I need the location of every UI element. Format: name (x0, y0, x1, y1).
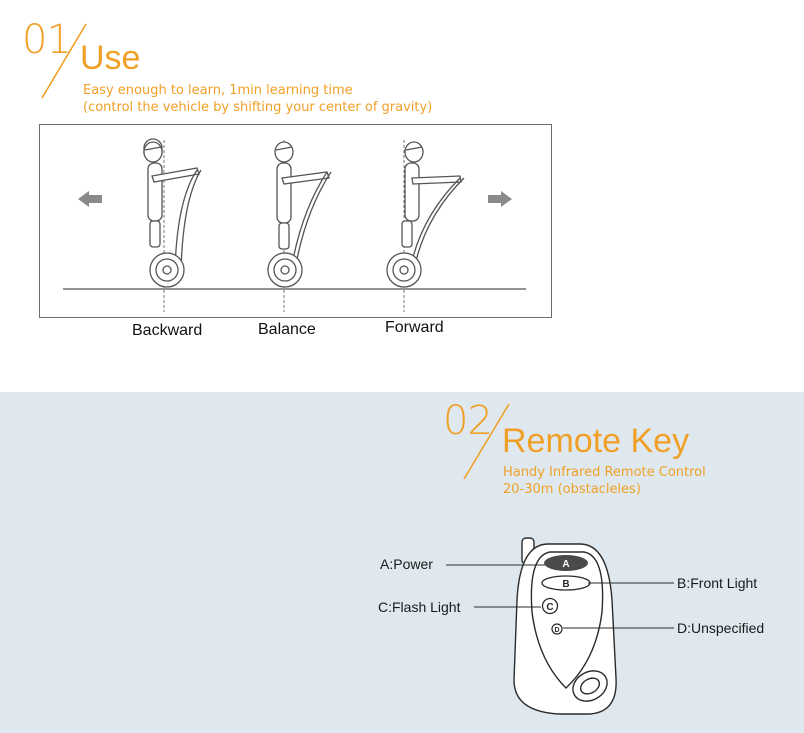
use-description-1: Easy enough to learn, 1min learning time (83, 83, 353, 98)
pose-label-forward: Forward (385, 319, 444, 336)
section-title-remote-key: Remote Key (502, 422, 690, 460)
rider-forward-icon (386, 140, 465, 312)
backward-arrow-icon (78, 191, 102, 207)
label-front-light: B:Front Light (677, 575, 758, 591)
label-unspecified: D:Unspecified (677, 620, 765, 636)
pose-label-balance: Balance (258, 321, 316, 338)
section-title-use: Use (80, 39, 141, 77)
rider-backward-icon (143, 138, 202, 312)
button-a-icon: A (544, 555, 588, 571)
balance-diagram (39, 124, 552, 318)
remote-description-1: Handy Infrared Remote Control (503, 465, 706, 480)
label-power: A:Power (380, 556, 433, 572)
section-number-01: 01 (22, 17, 72, 63)
button-c-icon: C (541, 597, 559, 615)
svg-text:A: A (562, 559, 569, 570)
button-b-icon: B (541, 575, 591, 591)
rider-balance-icon (267, 140, 332, 312)
svg-text:B: B (562, 579, 569, 590)
svg-text:C: C (546, 602, 553, 613)
section-number-02: 02 (443, 398, 493, 444)
label-flash-light: C:Flash Light (378, 599, 461, 615)
remote-description-2: 20-30m (obstacleles) (503, 482, 641, 497)
forward-arrow-icon (488, 191, 512, 207)
button-d-icon: D (551, 623, 563, 635)
pose-label-backward: Backward (132, 322, 203, 339)
svg-text:D: D (554, 627, 559, 634)
remote-panel (0, 392, 804, 733)
use-description-2: (control the vehicle by shifting your ce… (83, 100, 433, 115)
